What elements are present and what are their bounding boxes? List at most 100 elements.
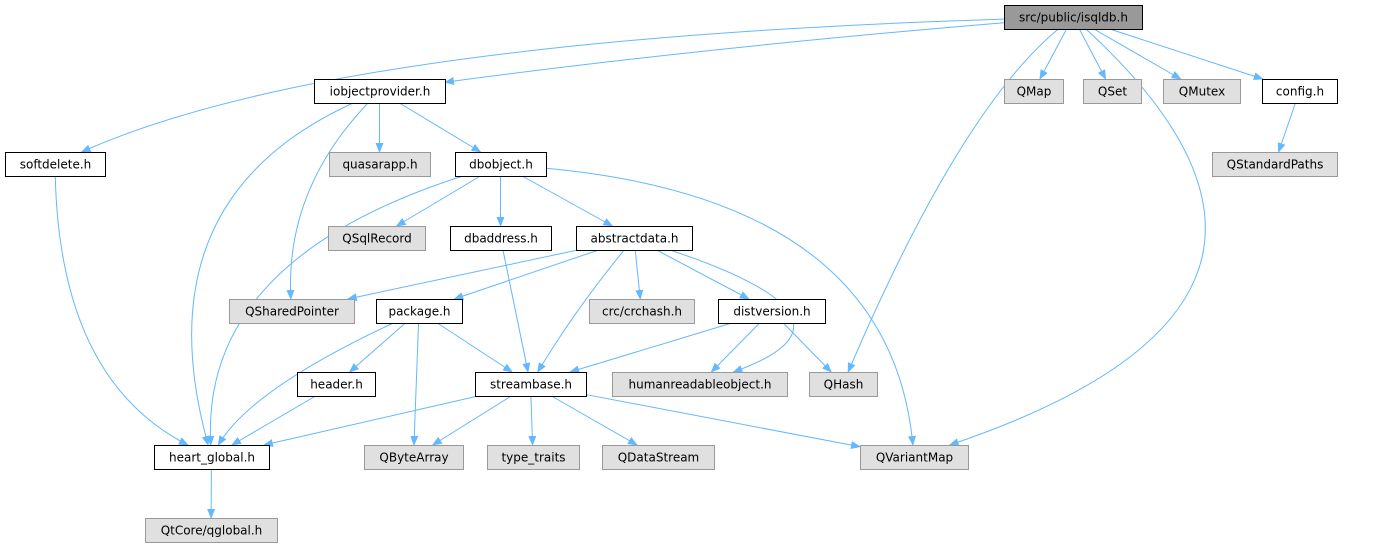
edge-iobjectprovider-to-dbobject (399, 102, 482, 153)
edge-dbobject-to-qvariantmap (545, 167, 917, 446)
node-label-qsharedpointer: QSharedPointer (245, 305, 339, 319)
node-label-qmap: QMap (1017, 85, 1052, 99)
node-qglobal: QtCore/qglobal.h (145, 518, 278, 543)
node-abstractdata[interactable]: abstractdata.h (576, 226, 693, 251)
edge-softdelete-to-heart_global (54, 175, 189, 446)
edge-dbaddress-to-streambase (502, 249, 531, 373)
edge-isqldb-to-iobjectprovider (444, 22, 1005, 85)
node-label-qhash: QHash (824, 378, 864, 392)
edge-streambase-to-type_traits (528, 395, 537, 446)
edge-streambase-to-heart_global (262, 395, 479, 447)
edge-package-to-header (348, 322, 406, 373)
node-label-qmutex: QMutex (1179, 85, 1225, 99)
edges-layer (54, 18, 1296, 519)
edge-package-to-streambase (437, 322, 514, 373)
node-box-abstractdata (576, 226, 693, 251)
edge-distversion-to-humanreadableobject (710, 322, 761, 373)
node-box-qhash (809, 372, 878, 397)
node-type_traits: type_traits (487, 445, 580, 470)
node-humanreadableobject: humanreadableobject.h (612, 372, 788, 397)
node-qstandardpaths: QStandardPaths (1212, 152, 1338, 177)
edge-iobjectprovider-to-qsharedpointer (286, 102, 369, 300)
node-softdelete[interactable]: softdelete.h (5, 152, 106, 177)
node-box-streambase (475, 372, 587, 397)
node-box-config (1262, 79, 1338, 104)
node-box-type_traits (487, 445, 580, 470)
node-box-dbaddress (450, 226, 552, 251)
edge-package-to-heart_global (217, 322, 394, 446)
edge-isqldb-to-qmap (1039, 28, 1068, 80)
node-box-package (376, 299, 463, 324)
node-qdatastream: QDataStream (602, 445, 715, 470)
node-qvariantmap: QVariantMap (860, 445, 969, 470)
node-box-qbytearray (364, 445, 464, 470)
node-label-qdatastream: QDataStream (618, 451, 700, 465)
edge-isqldb-to-config (1109, 28, 1264, 81)
node-iobjectprovider[interactable]: iobjectprovider.h (314, 79, 446, 104)
node-label-qsqlrecord: QSqlRecord (342, 232, 411, 246)
node-label-package: package.h (388, 305, 450, 319)
node-label-dbobject: dbobject.h (469, 158, 533, 172)
node-heart_global[interactable]: heart_global.h (154, 445, 270, 470)
nodes-layer: src/public/isqldb.h iobjectprovider.h QMap… (5, 5, 1338, 543)
edge-dbobject-to-qsqlrecord (395, 175, 481, 227)
node-config[interactable]: config.h (1262, 79, 1338, 104)
edge-isqldb-to-qset (1078, 28, 1107, 80)
node-qhash: QHash (809, 372, 878, 397)
node-label-qbytearray: QByteArray (379, 451, 448, 465)
node-box-qsqlrecord (328, 226, 426, 251)
node-box-distversion (718, 299, 826, 324)
node-package[interactable]: package.h (376, 299, 463, 324)
edge-dbobject-to-abstractdata (521, 175, 614, 227)
node-box-qglobal (145, 518, 278, 543)
edge-distversion-to-streambase (569, 322, 733, 374)
node-label-iobjectprovider: iobjectprovider.h (330, 85, 431, 99)
node-streambase[interactable]: streambase.h (475, 372, 587, 397)
node-quasarapp: quasarapp.h (329, 152, 431, 177)
edge-streambase-to-qbytearray (431, 395, 512, 446)
node-box-iobjectprovider (314, 79, 446, 104)
node-label-quasarapp: quasarapp.h (342, 158, 417, 172)
node-label-isqldb: src/public/isqldb.h (1019, 11, 1128, 25)
node-header[interactable]: header.h (297, 372, 376, 397)
node-dbobject[interactable]: dbobject.h (455, 152, 547, 177)
edge-package-to-qbytearray (410, 322, 420, 446)
node-box-qdatastream (602, 445, 715, 470)
node-crchash: crc/crchash.h (589, 299, 695, 324)
node-box-qmutex (1163, 79, 1241, 104)
node-label-streambase: streambase.h (490, 378, 572, 392)
node-box-heart_global (154, 445, 270, 470)
node-qmap: QMap (1004, 79, 1064, 104)
node-distversion[interactable]: distversion.h (718, 299, 826, 324)
node-label-qglobal: QtCore/qglobal.h (161, 524, 263, 538)
edge-distversion-to-qhash (782, 322, 832, 373)
node-label-dbaddress: dbaddress.h (464, 232, 538, 246)
edge-abstractdata-to-package (453, 249, 599, 300)
node-label-crchash: crc/crchash.h (602, 305, 682, 319)
node-label-qvariantmap: QVariantMap (876, 451, 953, 465)
node-label-distversion: distversion.h (733, 305, 810, 319)
edge-isqldb-to-qhash (847, 28, 1059, 373)
node-isqldb[interactable]: src/public/isqldb.h (1004, 5, 1143, 30)
node-box-dbobject (455, 152, 547, 177)
edge-isqldb-to-qvariantmap (948, 28, 1206, 446)
node-qbytearray: QByteArray (364, 445, 464, 470)
node-dbaddress[interactable]: dbaddress.h (450, 226, 552, 251)
edge-abstractdata-to-distversion (656, 249, 750, 300)
node-box-qvariantmap (860, 445, 969, 470)
node-label-humanreadableobject: humanreadableobject.h (629, 378, 772, 392)
edge-streambase-to-qdatastream (551, 395, 638, 446)
node-label-header: header.h (310, 378, 363, 392)
edge-header-to-heart_global (231, 395, 316, 446)
node-label-softdelete: softdelete.h (20, 158, 92, 172)
node-box-humanreadableobject (612, 372, 788, 397)
node-qsharedpointer: QSharedPointer (229, 299, 355, 324)
node-label-heart_global: heart_global.h (169, 451, 255, 465)
node-qmutex: QMutex (1163, 79, 1241, 104)
node-label-config: config.h (1276, 85, 1324, 99)
node-qsqlrecord: QSqlRecord (328, 226, 426, 251)
edge-abstractdata-to-crchash (634, 249, 644, 300)
edge-iobjectprovider-to-heart_global (191, 102, 354, 446)
edge-streambase-to-qvariantmap (585, 394, 861, 449)
node-label-type_traits: type_traits (501, 451, 565, 465)
